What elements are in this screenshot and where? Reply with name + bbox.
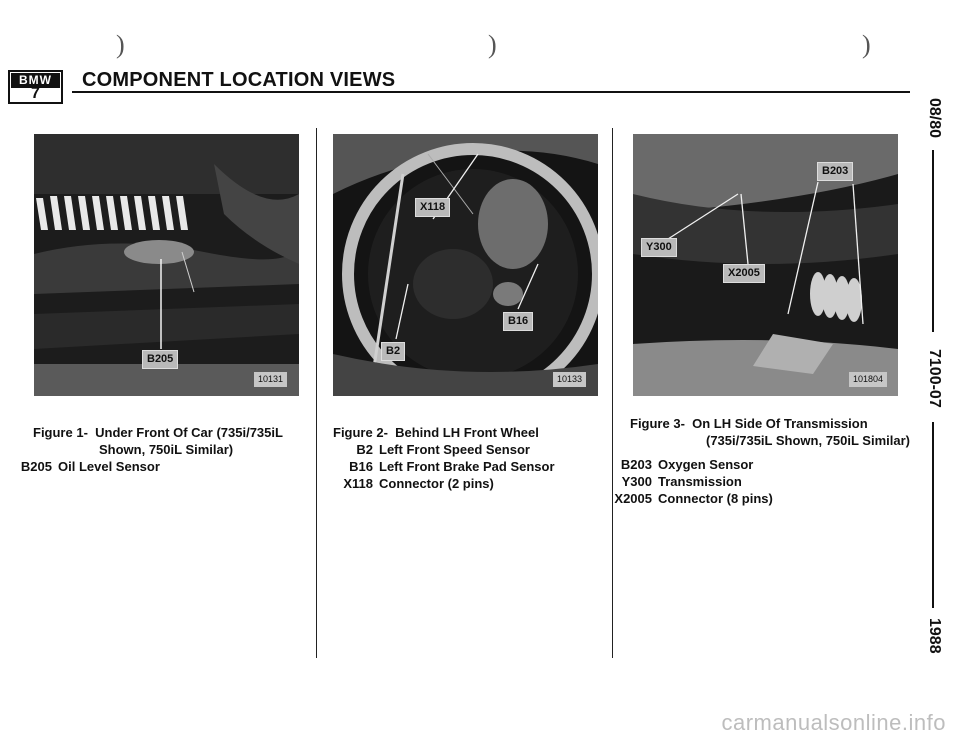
figure-2-caption: Figure 2- Behind LH Front Wheel <box>333 424 539 441</box>
side-date: 08/80 <box>926 97 943 139</box>
legend-row: B2 Left Front Speed Sensor <box>330 441 555 458</box>
legend-code: X2005 <box>614 491 652 506</box>
caption-line: Shown, 750iL Similar) <box>99 442 234 457</box>
legend-desc: Oxygen Sensor <box>658 457 754 472</box>
punch-mark: ) <box>488 30 497 59</box>
legend-desc: Left Front Brake Pad Sensor <box>379 459 555 474</box>
photo-reference-number: 101804 <box>849 372 888 387</box>
figure-2-legend: B2 Left Front Speed Sensor B16 Left Fron… <box>330 441 555 492</box>
legend-desc: Connector (2 pins) <box>379 476 494 491</box>
callout-label: B16 <box>503 312 534 331</box>
legend-row: B205 Oil Level Sensor <box>9 458 160 475</box>
column-divider <box>316 128 317 658</box>
callout-label: B203 <box>817 162 854 181</box>
watermark: carmanualsonline.info <box>721 710 946 735</box>
legend-code: Y300 <box>621 474 652 489</box>
legend-row: X2005 Connector (8 pins) <box>600 490 773 507</box>
legend-code: B16 <box>349 459 373 474</box>
bmw-logo: BMW 7 <box>8 70 63 104</box>
legend-code: B205 <box>20 459 52 474</box>
series-number: 7 <box>31 85 40 102</box>
callout-label: X2005 <box>723 264 765 283</box>
callout-label: Y300 <box>641 238 677 257</box>
legend-desc: Connector (8 pins) <box>658 491 773 506</box>
callout-label: B2 <box>381 342 406 361</box>
legend-code: B203 <box>620 457 652 472</box>
caption-line: Figure 1- Under Front Of Car (735i/735iL <box>33 425 283 440</box>
callout-label: X118 <box>415 198 451 217</box>
punch-mark: ) <box>862 30 871 59</box>
side-section-number: 7100-07 <box>926 348 943 408</box>
legend-row: B16 Left Front Brake Pad Sensor <box>330 458 555 475</box>
legend-row: Y300 Transmission <box>600 473 773 490</box>
figure-2-photo: X118 B16 B2 10133 <box>333 134 598 396</box>
photo-reference-number: 10131 <box>254 372 288 387</box>
legend-code: B2 <box>356 442 373 457</box>
bmw-logo-text: BMW <box>11 73 60 88</box>
figure-3-caption: Figure 3- On LH Side Of Transmission (73… <box>630 415 910 449</box>
figure-1-legend: B205 Oil Level Sensor <box>9 458 160 475</box>
header-rule <box>72 91 910 93</box>
caption-line: Figure 3- On LH Side Of Transmission <box>630 416 868 431</box>
column-divider <box>612 128 613 658</box>
page-title: COMPONENT LOCATION VIEWS <box>82 69 396 91</box>
legend-desc: Transmission <box>658 474 742 489</box>
callout-label: B205 <box>142 350 179 369</box>
legend-row: X118 Connector (2 pins) <box>330 475 555 492</box>
punch-mark: ) <box>116 30 125 59</box>
figure-1-caption: Figure 1- Under Front Of Car (735i/735iL… <box>33 424 283 458</box>
figure-3-photo: B203 Y300 X2005 101804 <box>633 134 898 396</box>
side-year: 1988 <box>926 618 943 654</box>
legend-code: X118 <box>343 476 373 491</box>
caption-line: (735i/735iL Shown, 750iL Similar) <box>706 433 910 448</box>
legend-desc: Oil Level Sensor <box>58 459 160 474</box>
photo-reference-number: 10133 <box>553 372 587 387</box>
side-line <box>932 422 934 608</box>
figure-1-photo: B205 10131 <box>34 134 299 396</box>
caption-line: Figure 2- Behind LH Front Wheel <box>333 425 539 440</box>
side-line <box>932 150 934 332</box>
legend-row: B203 Oxygen Sensor <box>600 456 773 473</box>
figure-3-legend: B203 Oxygen Sensor Y300 Transmission X20… <box>600 456 773 507</box>
legend-desc: Left Front Speed Sensor <box>379 442 530 457</box>
